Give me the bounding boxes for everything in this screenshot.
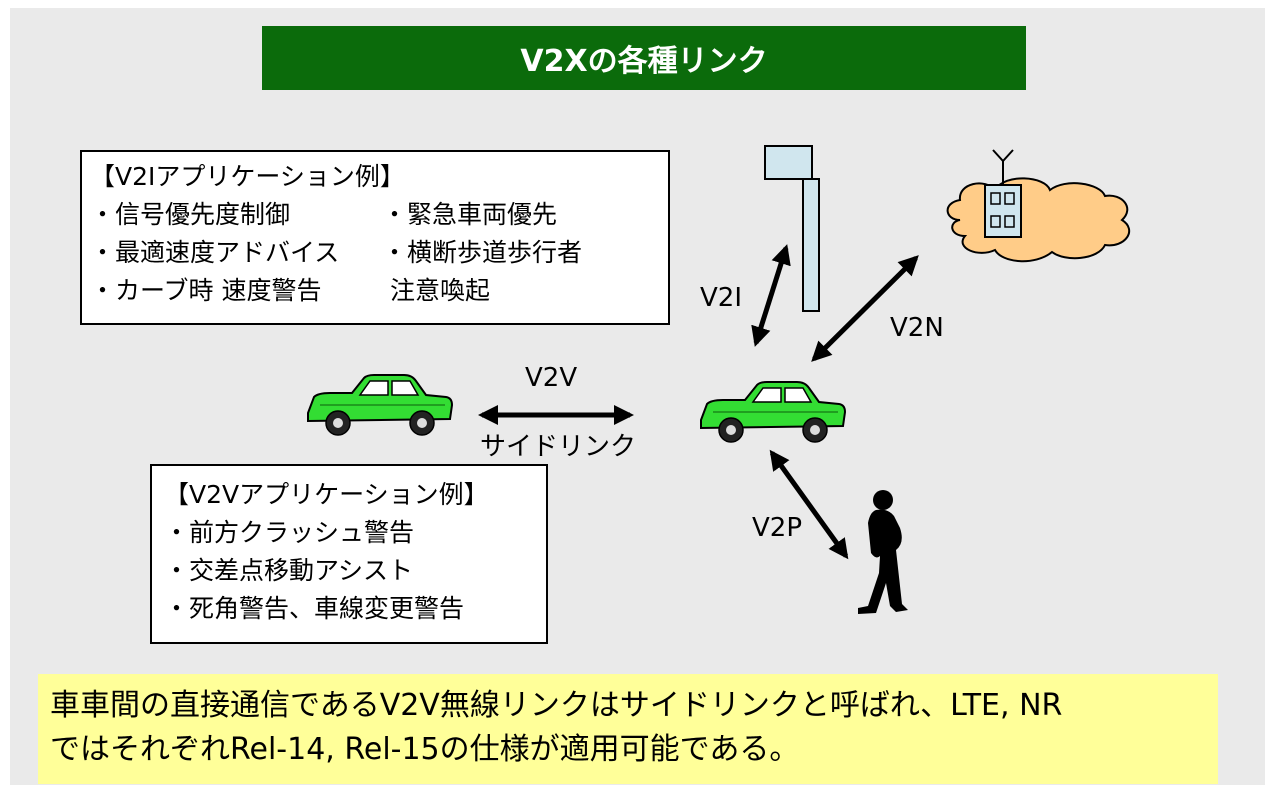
footer-note: 車車間の直接通信であるV2V無線リンクはサイドリンクと呼ばれ、LTE, NR で…: [38, 674, 1218, 784]
v2i-application-box: 【V2Iアプリケーション例】 ・信号優先度制御 ・緊急車両優先 ・最適速度アドバ…: [80, 150, 670, 325]
title-text: V2Xの各種リンク: [520, 44, 768, 79]
cloud-network-icon: [946, 149, 1130, 263]
slide: V2Xの各種リンク: [10, 8, 1265, 785]
v2p-arrow: [769, 449, 849, 560]
v2i-item: ・緊急車両優先: [382, 200, 558, 229]
diagram-graphics: [307, 145, 1130, 614]
v2i-item: ・最適速度アドバイス: [90, 238, 340, 267]
v2v-application-box: 【V2Vアプリケーション例】 ・前方クラッシュ警告 ・交差点移動アシスト ・死角…: [150, 464, 548, 644]
v2v-item: ・交差点移動アシスト: [164, 556, 414, 585]
title-bar: V2Xの各種リンク: [262, 26, 1026, 90]
v2n-arrow: [811, 255, 919, 362]
v2p-label: V2P: [752, 513, 803, 543]
car-right-icon: [700, 381, 846, 443]
car-left-icon: [307, 374, 453, 436]
v2i-item: ・信号優先度制御: [90, 200, 291, 229]
v2v-item: ・死角警告、車線変更警告: [164, 594, 465, 623]
v2i-item: ・カーブ時 速度警告: [90, 276, 322, 305]
v2i-item: ・横断歩道歩行者: [382, 238, 583, 267]
v2v-label: V2V: [525, 363, 578, 393]
footer-line-1: 車車間の直接通信であるV2V無線リンクはサイドリンクと呼ばれ、LTE, NR: [50, 688, 1063, 723]
sidelink-label: サイドリンク: [480, 432, 637, 462]
v2n-label: V2N: [890, 313, 944, 343]
v2i-box-heading: 【V2Iアプリケーション例】: [90, 162, 405, 191]
footer-line-2: ではそれぞれRel-14, Rel-15の仕様が適用可能である。: [50, 732, 800, 767]
pedestrian-icon: [858, 490, 908, 614]
v2v-item: ・前方クラッシュ警告: [164, 518, 415, 547]
v2i-label: V2I: [700, 283, 742, 313]
v2i-arrow: [751, 244, 791, 347]
v2i-item: 注意喚起: [382, 276, 490, 305]
v2v-box-heading: 【V2Vアプリケーション例】: [164, 480, 489, 509]
